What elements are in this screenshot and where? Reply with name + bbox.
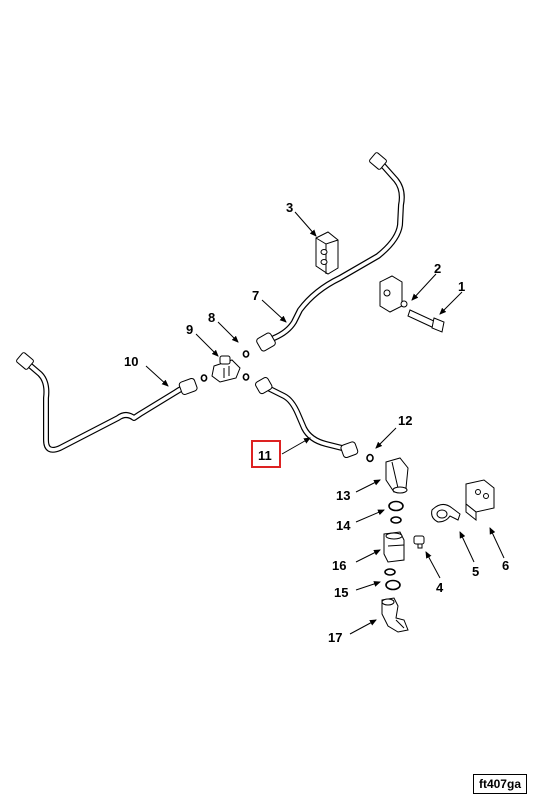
callout-6: 6	[502, 558, 509, 573]
part-1-bolt	[407, 309, 445, 333]
callout-16: 16	[332, 558, 346, 573]
callout-8: 8	[208, 310, 215, 325]
callout-5: 5	[472, 564, 479, 579]
part-15-oring	[385, 579, 401, 591]
callout-7: 7	[252, 288, 259, 303]
callout-3: 3	[286, 200, 293, 215]
part-8-oring	[242, 350, 250, 358]
part-4-bolt	[413, 535, 425, 549]
callout-13: 13	[336, 488, 350, 503]
part-13-elbow	[385, 457, 409, 494]
callout-4: 4	[436, 580, 444, 595]
part-9-tee	[211, 355, 241, 383]
callout-17: 17	[328, 630, 342, 645]
part-17-elbow	[381, 597, 409, 633]
part-2-block	[379, 275, 408, 313]
callout-15: 15	[334, 585, 348, 600]
part-15-oring	[384, 568, 396, 576]
callout-1: 1	[458, 279, 465, 294]
callout-11: 11	[258, 448, 272, 463]
part-6-bracket	[465, 479, 495, 522]
callout-highlight-box	[251, 440, 281, 468]
part-7-tube	[256, 152, 405, 352]
leader-lines	[145, 211, 505, 635]
part-12-oring	[366, 453, 374, 463]
part-14-oring	[388, 500, 404, 512]
part-5-p-clamp	[431, 504, 461, 523]
callout-12: 12	[398, 413, 412, 428]
part-10-tube	[16, 352, 198, 453]
part-8-oring	[200, 374, 208, 382]
figure-id-label: ft407ga	[472, 774, 527, 794]
part-16-union	[383, 531, 405, 563]
callout-9: 9	[186, 322, 193, 337]
callout-10: 10	[124, 354, 138, 369]
part-3-clamp	[315, 231, 339, 275]
part-8-oring	[242, 373, 250, 381]
callout-2: 2	[434, 261, 441, 276]
callout-14: 14	[336, 518, 351, 533]
part-11-tube	[255, 377, 359, 459]
part-14-oring	[390, 516, 402, 524]
